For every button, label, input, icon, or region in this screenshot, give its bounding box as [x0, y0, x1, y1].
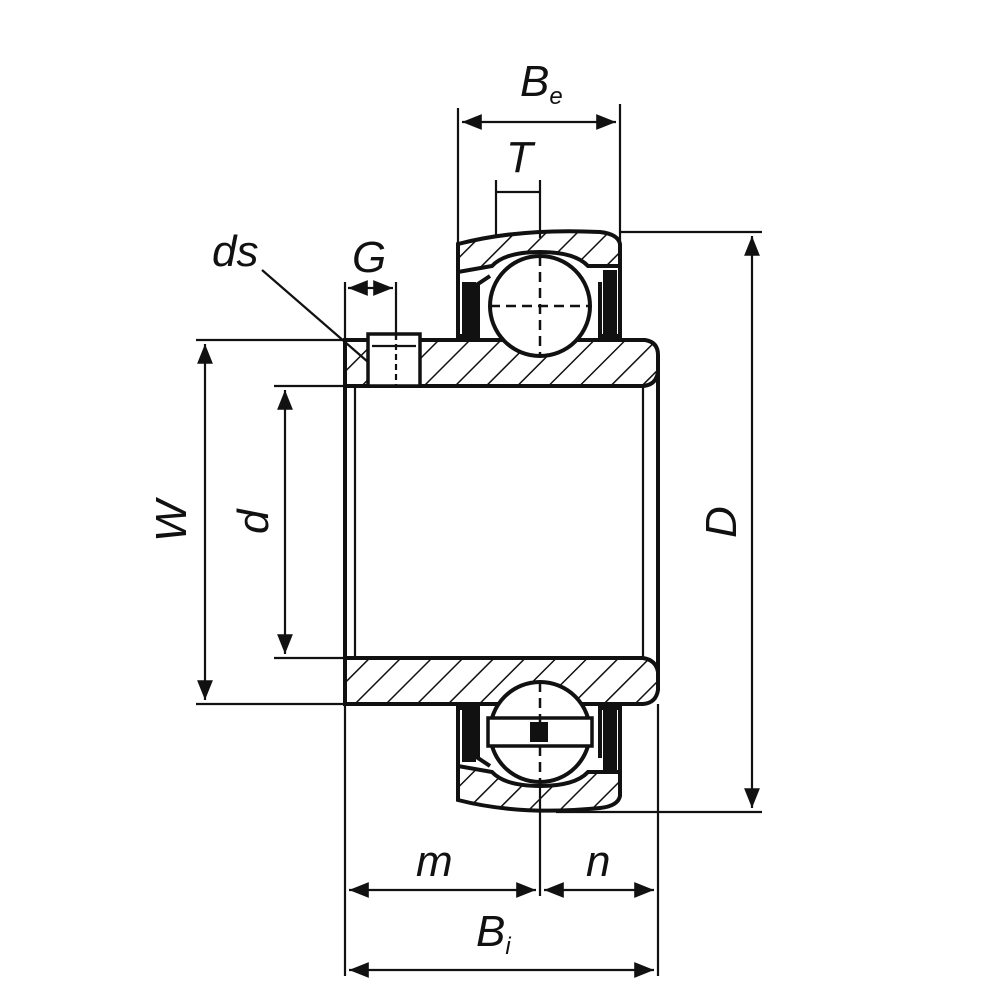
label-m: m	[416, 837, 453, 886]
label-d: d	[229, 508, 278, 534]
label-G: G	[352, 233, 386, 282]
dimension-lines	[196, 104, 762, 978]
label-Be-sub: e	[549, 83, 562, 110]
label-Bi: Bi	[476, 907, 511, 960]
label-W: W	[147, 497, 196, 542]
label-T: T	[506, 133, 536, 182]
label-Be-main: B	[520, 57, 549, 106]
inner-ring	[343, 338, 660, 706]
label-Be: Be	[520, 57, 563, 110]
label-Bi-main: B	[476, 907, 505, 956]
label-ds: ds	[212, 227, 258, 276]
label-Bi-sub: i	[505, 933, 511, 960]
outer-ring-top	[456, 229, 622, 338]
label-n: n	[586, 837, 610, 886]
set-screw	[366, 332, 422, 388]
label-D: D	[697, 506, 746, 538]
ball-bottom	[486, 680, 594, 784]
ball-top	[488, 254, 592, 358]
